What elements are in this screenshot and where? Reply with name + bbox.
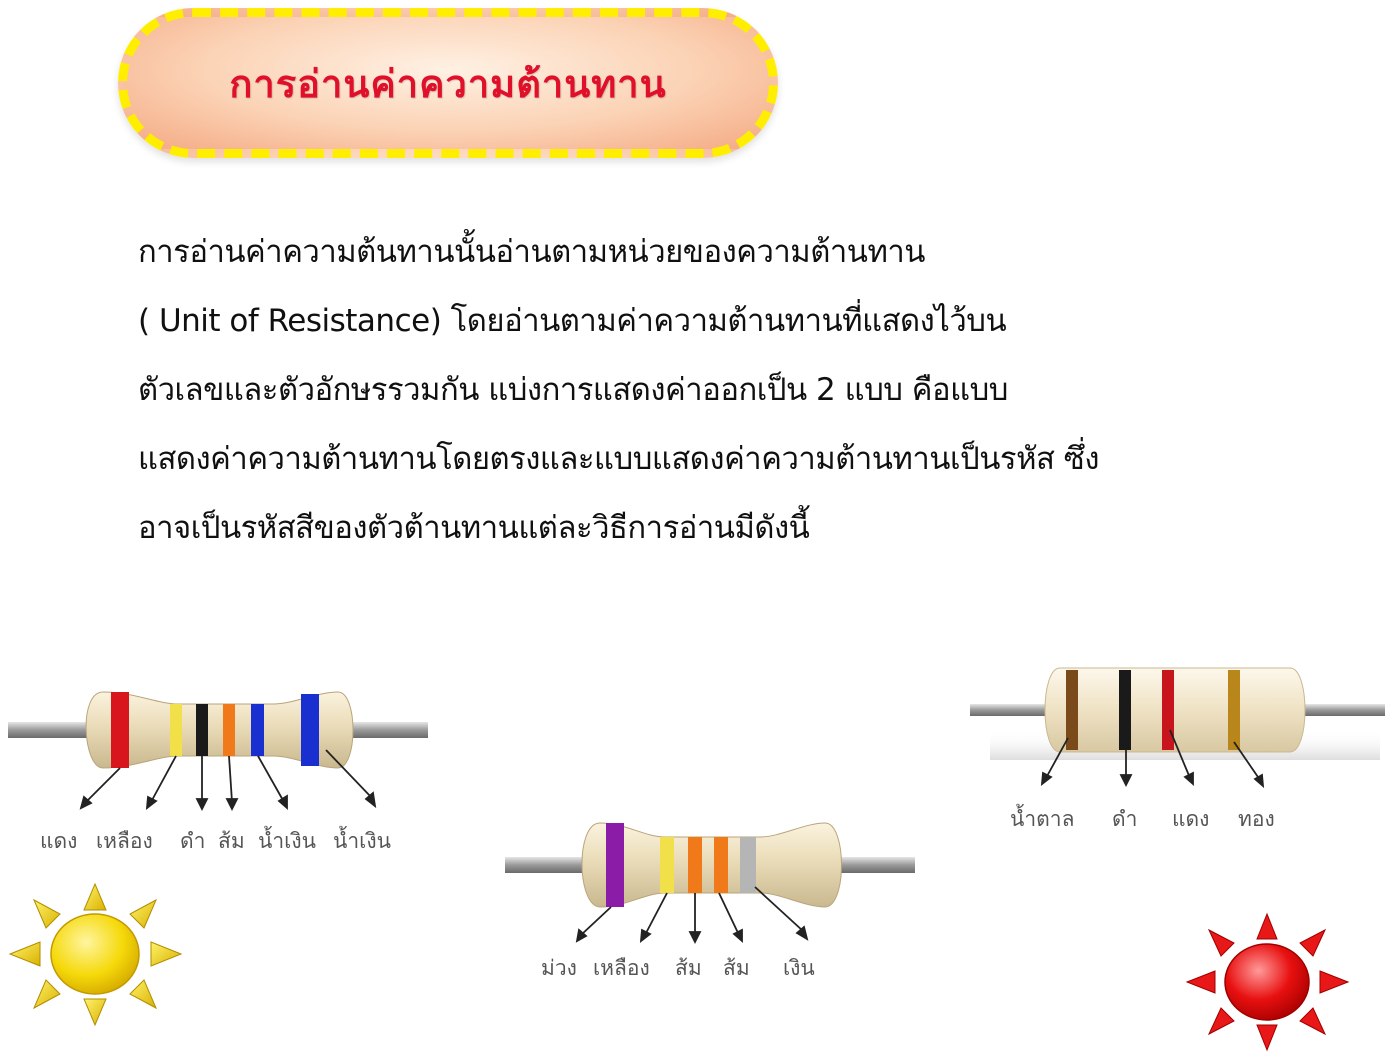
resistor-1-label-4: ส้ม <box>218 829 245 853</box>
band-5 <box>740 837 756 893</box>
page-title: การอ่านค่าความต้านทาน <box>229 61 667 106</box>
resistor-1-label-3: ดำ <box>180 829 205 853</box>
band-4 <box>1228 670 1240 750</box>
band-2 <box>660 837 674 893</box>
resistor-2-image: ม่วง เหลือง ส้ม ส้ม เงิน <box>505 822 915 980</box>
band-6 <box>301 694 319 766</box>
body-line-2: ( Unit of Resistance) โดยอ่านตามค่าความต… <box>138 303 1007 339</box>
resistor-3-image: น้ำตาล ดำ แดง ทอง <box>970 667 1385 831</box>
yellow-sun-icon <box>8 882 183 1027</box>
resistor-1-label-6: น้ำเงิน <box>333 826 391 853</box>
band-4 <box>714 837 728 893</box>
resistor-2-label-4: ส้ม <box>723 956 750 980</box>
band-2 <box>1119 670 1131 750</box>
band-2 <box>170 704 182 756</box>
band-1 <box>1066 670 1078 750</box>
resistor-2-bands <box>606 823 756 907</box>
resistor-2-label-3: ส้ม <box>675 956 702 980</box>
body-line-5: อาจเป็นรหัสสีของตัวต้านทานแต่ละวิธีการอ่… <box>138 510 810 546</box>
red-sun-icon <box>1185 912 1350 1052</box>
band-5 <box>251 704 264 756</box>
body-line-4: แสดงค่าความต้านทานโดยตรงและแบบแสดงค่าควา… <box>138 441 1099 477</box>
resistor-3-bands <box>1066 670 1240 750</box>
resistor-2-label-5: เงิน <box>783 956 815 980</box>
band-3 <box>196 704 208 756</box>
title-banner: การอ่านค่าความต้านทาน <box>118 8 778 158</box>
band-1 <box>111 692 129 768</box>
resistor-1-label-2: เหลือง <box>96 829 153 853</box>
body-paragraph: การอ่านค่าความต้นทานนั้นอ่านตามหน่วยของค… <box>138 218 1338 563</box>
resistor-2-label-1: ม่วง <box>541 956 577 980</box>
resistor-1-label-1: แดง <box>40 829 77 853</box>
resistor-1-bands <box>111 692 319 768</box>
resistor-1-image: แดง เหลือง ดำ ส้ม น้ำเงิน น้ำเงิน <box>8 691 428 853</box>
resistor-1-label-5: น้ำเงิน <box>258 826 316 853</box>
resistor-3-label-4: ทอง <box>1238 807 1275 831</box>
body-line-3: ตัวเลขและตัวอักษรรวมกัน แบ่งการแสดงค่าออ… <box>138 372 1009 408</box>
band-3 <box>688 837 702 893</box>
resistor-3-label-3: แดง <box>1172 807 1209 831</box>
resistor-3-label-1: น้ำตาล <box>1010 804 1074 831</box>
band-1 <box>606 823 624 907</box>
body-line-1: การอ่านค่าความต้นทานนั้นอ่านตามหน่วยของค… <box>138 234 926 270</box>
band-4 <box>223 704 235 756</box>
resistor-2-label-2: เหลือง <box>593 956 650 980</box>
resistor-3-label-2: ดำ <box>1112 807 1137 831</box>
band-3 <box>1162 670 1174 750</box>
